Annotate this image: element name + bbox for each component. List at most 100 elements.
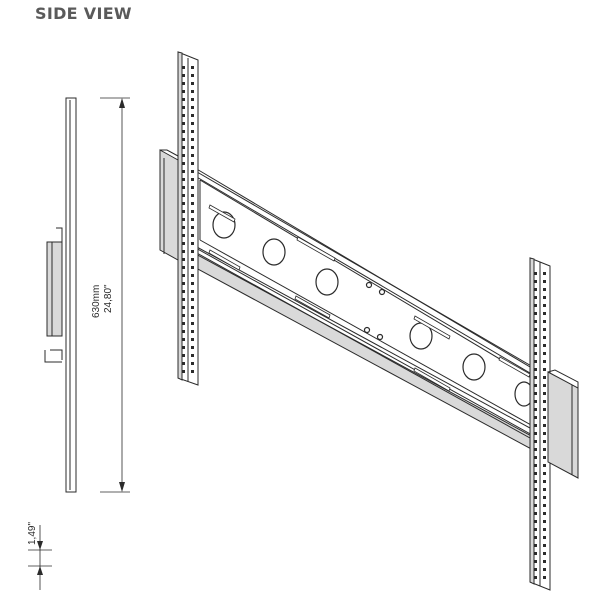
frame-slots [208, 204, 531, 392]
perforation-hole [534, 560, 537, 563]
perforation-hole [191, 322, 194, 325]
perforation-hole [543, 400, 546, 403]
frame-holes [212, 211, 534, 407]
perforation-hole [534, 352, 537, 355]
perforation-hole [543, 296, 546, 299]
perforation-hole [182, 194, 185, 197]
perforation-hole [182, 82, 185, 85]
perforation-hole [543, 472, 546, 475]
perforation-hole [191, 354, 194, 357]
perforation-hole [191, 82, 194, 85]
page-title: SIDE VIEW [35, 4, 132, 23]
perforation-hole [534, 544, 537, 547]
perforation-hole [182, 226, 185, 229]
perforation-hole [191, 154, 194, 157]
perforation-hole [191, 162, 194, 165]
perforation-hole [534, 304, 537, 307]
perforation-hole [534, 520, 537, 523]
perforation-hole [534, 432, 537, 435]
perforation-hole [182, 274, 185, 277]
perforation-hole [534, 328, 537, 331]
perforation-hole [543, 288, 546, 291]
side-view-profile [44, 97, 77, 493]
perforation-hole [534, 472, 537, 475]
perforation-hole [543, 392, 546, 395]
perforation-hole [191, 210, 194, 213]
perforation-hole [182, 298, 185, 301]
perforation-hole [191, 138, 194, 141]
perforation-hole [534, 464, 537, 467]
perforation-hole [191, 186, 194, 189]
perforation-hole [534, 552, 537, 555]
depth-dimension: 1,49" [27, 522, 52, 590]
perforation-hole [191, 114, 194, 117]
perforation-hole [534, 480, 537, 483]
perforation-hole [182, 346, 185, 349]
perforation-hole [543, 488, 546, 491]
perforation-hole [182, 242, 185, 245]
perforation-hole [543, 368, 546, 371]
perforation-hole [543, 344, 546, 347]
perforation-hole [543, 384, 546, 387]
perforation-hole [543, 328, 546, 331]
perforation-hole [534, 376, 537, 379]
perforation-hole [534, 496, 537, 499]
perforation-hole [182, 186, 185, 189]
perforation-hole [534, 424, 537, 427]
perforation-hole [543, 312, 546, 315]
perforation-hole [191, 370, 194, 373]
perforation-hole [191, 282, 194, 285]
perforation-hole [191, 290, 194, 293]
perforation-hole [534, 528, 537, 531]
perforation-hole [191, 130, 194, 133]
perforation-hole [534, 288, 537, 291]
perforation-hole [182, 106, 185, 109]
perforation-hole [534, 320, 537, 323]
perforation-hole [534, 488, 537, 491]
perforation-hole [191, 178, 194, 181]
perforation-hole [543, 376, 546, 379]
perforation-hole [534, 456, 537, 459]
perforation-hole [191, 274, 194, 277]
perforation-hole [543, 352, 546, 355]
perforation-hole [543, 520, 546, 523]
perforation-hole [182, 362, 185, 365]
perforation-hole [182, 218, 185, 221]
perforation-hole [543, 432, 546, 435]
perforation-hole [191, 218, 194, 221]
perforation-hole [182, 258, 185, 261]
perforation-hole [534, 504, 537, 507]
perforation-hole [182, 130, 185, 133]
perforation-hole [191, 306, 194, 309]
perforation-hole [543, 568, 546, 571]
perforation-hole [182, 282, 185, 285]
perforation-hole [182, 290, 185, 293]
perforation-hole [543, 320, 546, 323]
perforation-hole [543, 464, 546, 467]
perforation-hole [191, 74, 194, 77]
perforation-hole [182, 354, 185, 357]
perforation-hole [191, 146, 194, 149]
perforation-hole [534, 272, 537, 275]
perforation-hole [191, 106, 194, 109]
perforation-hole [191, 362, 194, 365]
height-dimension: 630mm 24,80" [91, 97, 130, 493]
perforation-hole [534, 416, 537, 419]
perforation-hole [191, 346, 194, 349]
perforation-hole [182, 234, 185, 237]
perforation-hole [543, 536, 546, 539]
perforation-hole [534, 512, 537, 515]
perforation-hole [543, 456, 546, 459]
depth-label: 1,49" [27, 522, 38, 545]
perforation-hole [191, 226, 194, 229]
perforation-hole [182, 98, 185, 101]
perforation-hole [543, 552, 546, 555]
right-vertical-arm [529, 257, 579, 591]
perforation-hole [543, 448, 546, 451]
perforation-hole [182, 90, 185, 93]
perforation-hole [543, 280, 546, 283]
perforation-hole [182, 170, 185, 173]
perforation-hole [182, 338, 185, 341]
perforation-hole [182, 210, 185, 213]
perforation-hole [534, 296, 537, 299]
